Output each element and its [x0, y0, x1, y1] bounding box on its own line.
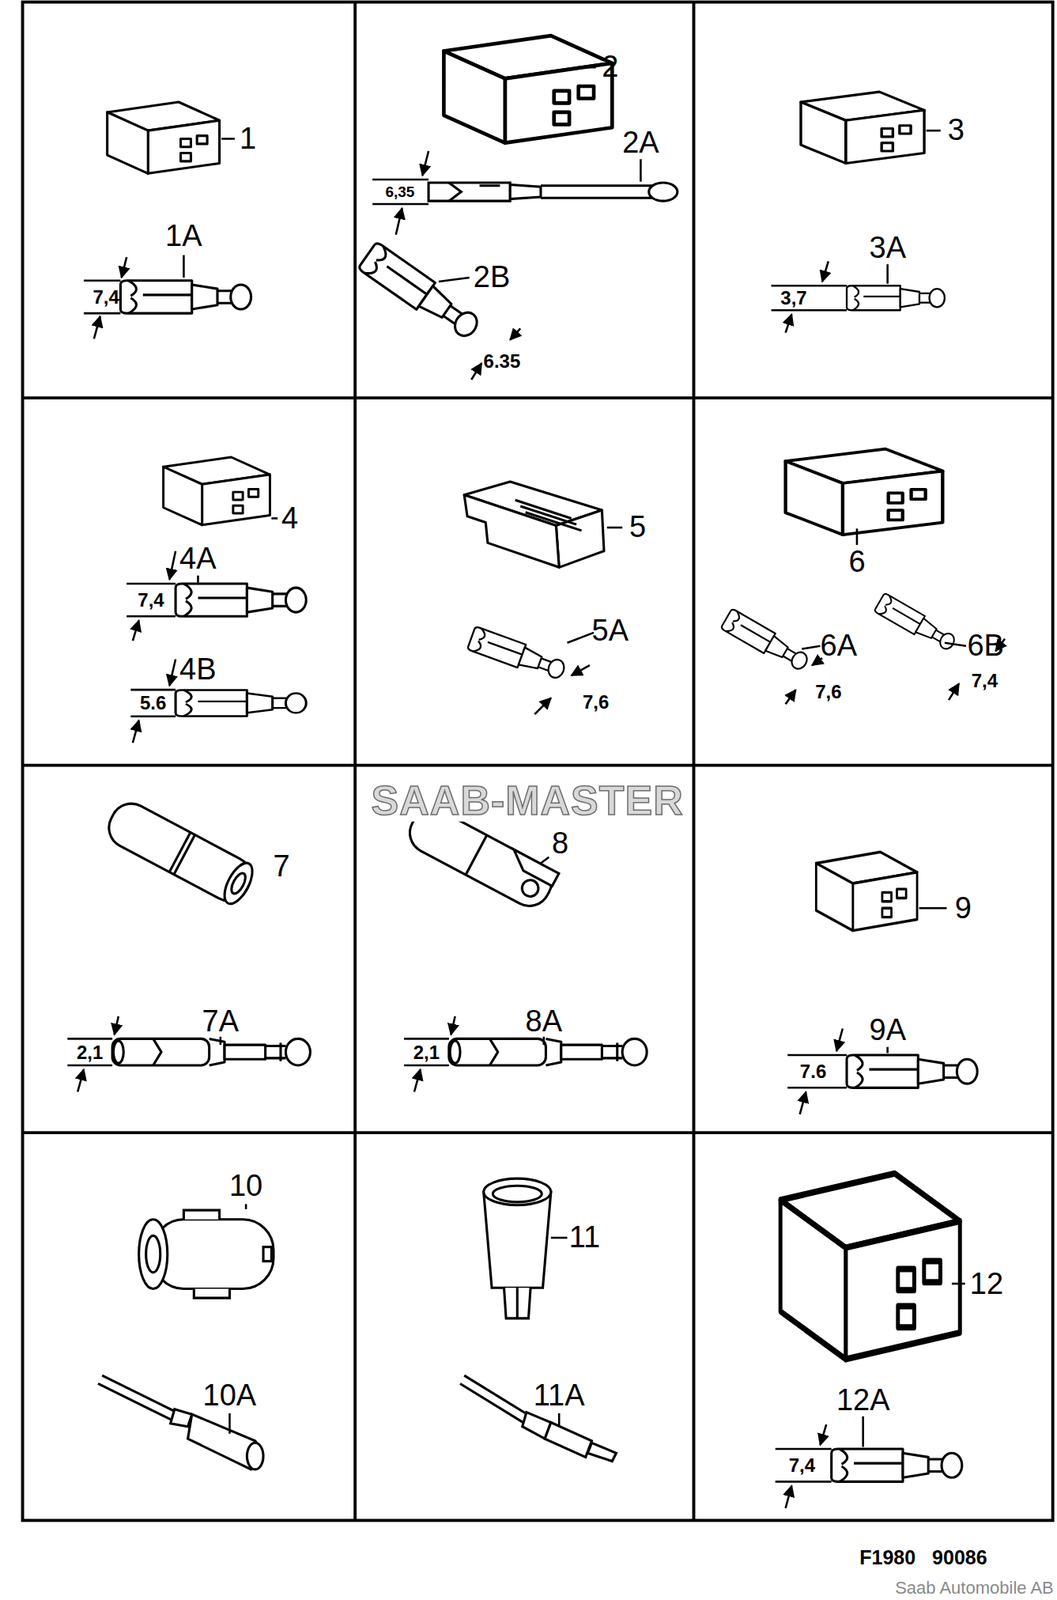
callout-number: 12	[970, 1268, 1004, 1300]
callout-number: 12A	[836, 1384, 891, 1416]
callout-number: 4A	[179, 543, 216, 575]
callout-number: 4	[281, 502, 299, 535]
callout-number: 9	[955, 892, 972, 925]
dimension-label: 7,6	[582, 691, 609, 712]
callout-number: 10	[229, 1170, 263, 1202]
callout-number: 1	[239, 123, 257, 155]
callout-number: 1A	[165, 220, 202, 253]
callout-number: 5	[629, 511, 646, 544]
dimension-label: 5.6	[139, 693, 167, 714]
dimension-label: 3,7	[780, 287, 807, 308]
dimension-label: 7,4	[137, 589, 164, 610]
dimension-label: 7,4	[971, 670, 998, 691]
callout-number: 6	[848, 546, 865, 578]
callout-number: 8	[551, 827, 569, 860]
dimension-label: 2,1	[413, 1041, 440, 1062]
callout-number: 7	[273, 850, 291, 883]
callout-number: 8A	[525, 1005, 563, 1038]
callout-number: 4B	[179, 653, 216, 686]
dimension-label: 6.35	[483, 351, 521, 371]
callout-number: 10A	[203, 1380, 257, 1412]
callout-number: 11	[569, 1221, 601, 1254]
callout-number: 3A	[869, 232, 906, 265]
dimension-label: 7,4	[93, 286, 120, 307]
callout-number: 2A	[622, 127, 659, 159]
callout-number: 7A	[202, 1005, 239, 1038]
callout-number: 6A	[820, 630, 857, 662]
callout-number: 5A	[591, 615, 628, 647]
dimension-label: 7,6	[815, 681, 842, 702]
callout-number: 2B	[473, 261, 510, 294]
callout-number: 9A	[869, 1014, 906, 1046]
watermark: SAAB-MASTER	[366, 777, 689, 822]
dimension-label: 6,35	[385, 184, 415, 201]
dimension-label: 7,4	[788, 1455, 816, 1476]
copyright-note: Saab Automobile AB	[894, 1578, 1054, 1597]
callout-number: 2	[601, 51, 619, 84]
figure-number: F1980 90086	[859, 1546, 987, 1567]
callout-number: 11A	[533, 1380, 586, 1412]
callout-number: 3	[947, 114, 965, 147]
callout-number: 6B	[966, 630, 1004, 662]
dimension-label: 2,1	[76, 1041, 103, 1062]
dimension-label: 7.6	[800, 1060, 827, 1081]
